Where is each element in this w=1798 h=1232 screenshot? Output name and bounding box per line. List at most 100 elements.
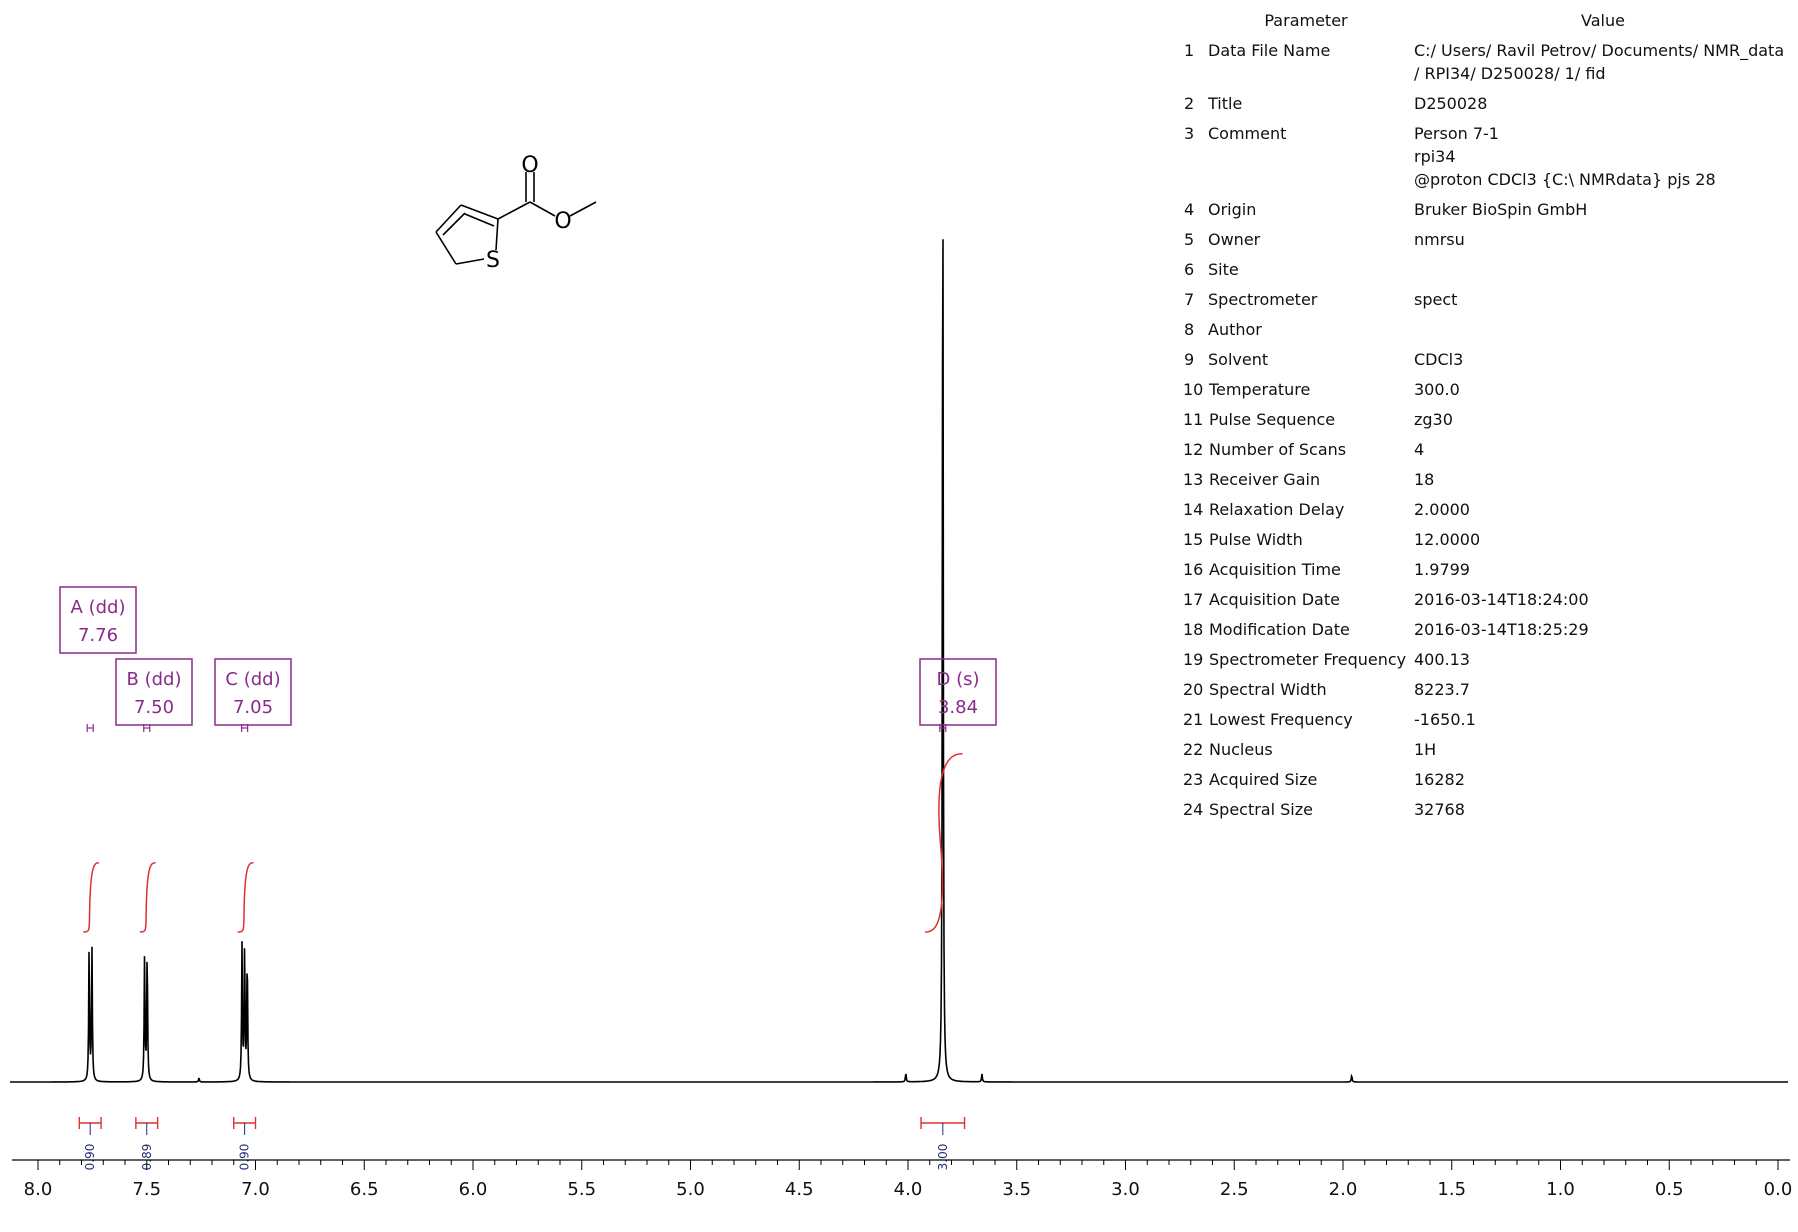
x-tick-label: 5.5 xyxy=(567,1179,596,1200)
multiplet-box xyxy=(919,658,997,726)
multiplet-label: D (s) xyxy=(936,669,979,690)
bond xyxy=(435,204,462,233)
table-row-parameter: Spectral Size xyxy=(1209,800,1313,819)
table-row-parameter: Number of Scans xyxy=(1209,440,1346,459)
table-row-value: 16282 xyxy=(1414,770,1465,789)
table-row-value: Bruker BioSpin GmbH xyxy=(1414,200,1587,219)
bond xyxy=(455,258,485,265)
table-row-parameter: Author xyxy=(1208,320,1262,339)
multiplet-shift: 7.05 xyxy=(233,697,273,718)
table-row-parameter: Acquired Size xyxy=(1209,770,1317,789)
x-tick-label: 3.5 xyxy=(1002,1179,1031,1200)
multiplet-label: C (dd) xyxy=(225,669,280,690)
table-row-number: 11 xyxy=(1183,410,1203,429)
table-row-number: 13 xyxy=(1183,470,1203,489)
atom-label: S xyxy=(486,248,500,273)
table-row-value: 400.13 xyxy=(1414,650,1470,669)
table-row-value: @proton CDCl3 {C:\ NMRdata} pjs 28 xyxy=(1414,170,1716,189)
bond xyxy=(442,212,466,236)
bond xyxy=(569,201,597,217)
table-row-parameter: Solvent xyxy=(1208,350,1268,369)
table-row-number: 18 xyxy=(1183,620,1203,639)
table-row-value: nmrsu xyxy=(1414,230,1465,249)
spectrum-trace xyxy=(10,239,1788,1083)
table-row-parameter: Owner xyxy=(1208,230,1261,249)
table-row-value: 2.0000 xyxy=(1414,500,1470,519)
x-tick-label: 2.5 xyxy=(1220,1179,1249,1200)
table-row-value: 12.0000 xyxy=(1414,530,1480,549)
table-row-parameter: Site xyxy=(1208,260,1239,279)
table-row-number: 23 xyxy=(1183,770,1203,789)
table-row-parameter: Relaxation Delay xyxy=(1209,500,1344,519)
bond xyxy=(435,231,457,265)
table-row-parameter: Title xyxy=(1207,94,1242,113)
x-tick-label: 3.0 xyxy=(1111,1179,1140,1200)
atom-label: O xyxy=(521,153,538,178)
multiplet-box xyxy=(115,658,193,726)
table-row-value: 1.9799 xyxy=(1414,560,1470,579)
table-row-value: CDCl3 xyxy=(1414,350,1463,369)
table-row-number: 19 xyxy=(1183,650,1203,669)
x-tick-label: 1.0 xyxy=(1546,1179,1575,1200)
table-row-parameter: Spectrometer xyxy=(1208,290,1318,309)
spectrum-layer xyxy=(10,239,1788,1083)
table-row-parameter: Receiver Gain xyxy=(1209,470,1320,489)
table-row-number: 1 xyxy=(1184,41,1194,60)
x-tick-label: 7.5 xyxy=(132,1179,161,1200)
table-row-number: 12 xyxy=(1183,440,1203,459)
table-row-value: spect xyxy=(1414,290,1457,309)
table-row-parameter: Spectrometer Frequency xyxy=(1209,650,1406,669)
integral-value: 0.89 xyxy=(140,1144,154,1171)
x-tick-label: 4.0 xyxy=(894,1179,923,1200)
table-row-number: 22 xyxy=(1183,740,1203,759)
table-row-value: 1H xyxy=(1414,740,1436,759)
integral-curve xyxy=(237,861,254,933)
bond xyxy=(529,201,556,217)
integral-curve xyxy=(925,753,963,933)
atom-label: O xyxy=(554,209,571,234)
table-row-value: -1650.1 xyxy=(1414,710,1476,729)
table-row-parameter: Comment xyxy=(1208,124,1286,143)
bond xyxy=(497,201,531,220)
table-row-parameter: Pulse Width xyxy=(1209,530,1303,549)
table-row-value: rpi34 xyxy=(1414,147,1456,166)
integral-curve xyxy=(139,861,156,933)
table-row-parameter: Modification Date xyxy=(1209,620,1350,639)
table-row-value: 8223.7 xyxy=(1414,680,1470,699)
table-row-value: Person 7-1 xyxy=(1414,124,1499,143)
x-tick-label: 7.0 xyxy=(241,1179,270,1200)
table-row-number: 21 xyxy=(1183,710,1203,729)
x-tick-label: 0.0 xyxy=(1764,1179,1793,1200)
table-row-number: 9 xyxy=(1184,350,1194,369)
table-row-parameter: Nucleus xyxy=(1209,740,1273,759)
x-tick-label: 6.5 xyxy=(350,1179,379,1200)
table-header-value: Value xyxy=(1581,11,1625,30)
table-row-number: 7 xyxy=(1184,290,1194,309)
multiplet-box xyxy=(214,658,292,726)
integral-value: 0.90 xyxy=(83,1144,97,1171)
table-row-number: 4 xyxy=(1184,200,1194,219)
table-row-value: 2016-03-14T18:25:29 xyxy=(1414,620,1589,639)
table-row-parameter: Pulse Sequence xyxy=(1209,410,1335,429)
x-tick-label: 4.5 xyxy=(785,1179,814,1200)
table-header-parameter: Parameter xyxy=(1264,11,1348,30)
table-row-number: 14 xyxy=(1183,500,1203,519)
table-row-value: 2016-03-14T18:24:00 xyxy=(1414,590,1589,609)
multiplet-box xyxy=(59,586,137,654)
bond xyxy=(464,213,495,227)
table-row-value: / RPI34/ D250028/ 1/ fid xyxy=(1414,64,1606,83)
integral-curve xyxy=(83,861,100,933)
table-row-number: 5 xyxy=(1184,230,1194,249)
table-row-parameter: Acquisition Date xyxy=(1209,590,1340,609)
x-tick-label: 6.0 xyxy=(459,1179,488,1200)
table-row-number: 6 xyxy=(1184,260,1194,279)
table-row-number: 24 xyxy=(1183,800,1203,819)
table-row-parameter: Temperature xyxy=(1208,380,1310,399)
integral-value: 0.90 xyxy=(238,1144,252,1171)
table-row-value: 300.0 xyxy=(1414,380,1460,399)
multiplet-shift: 7.50 xyxy=(134,697,174,718)
